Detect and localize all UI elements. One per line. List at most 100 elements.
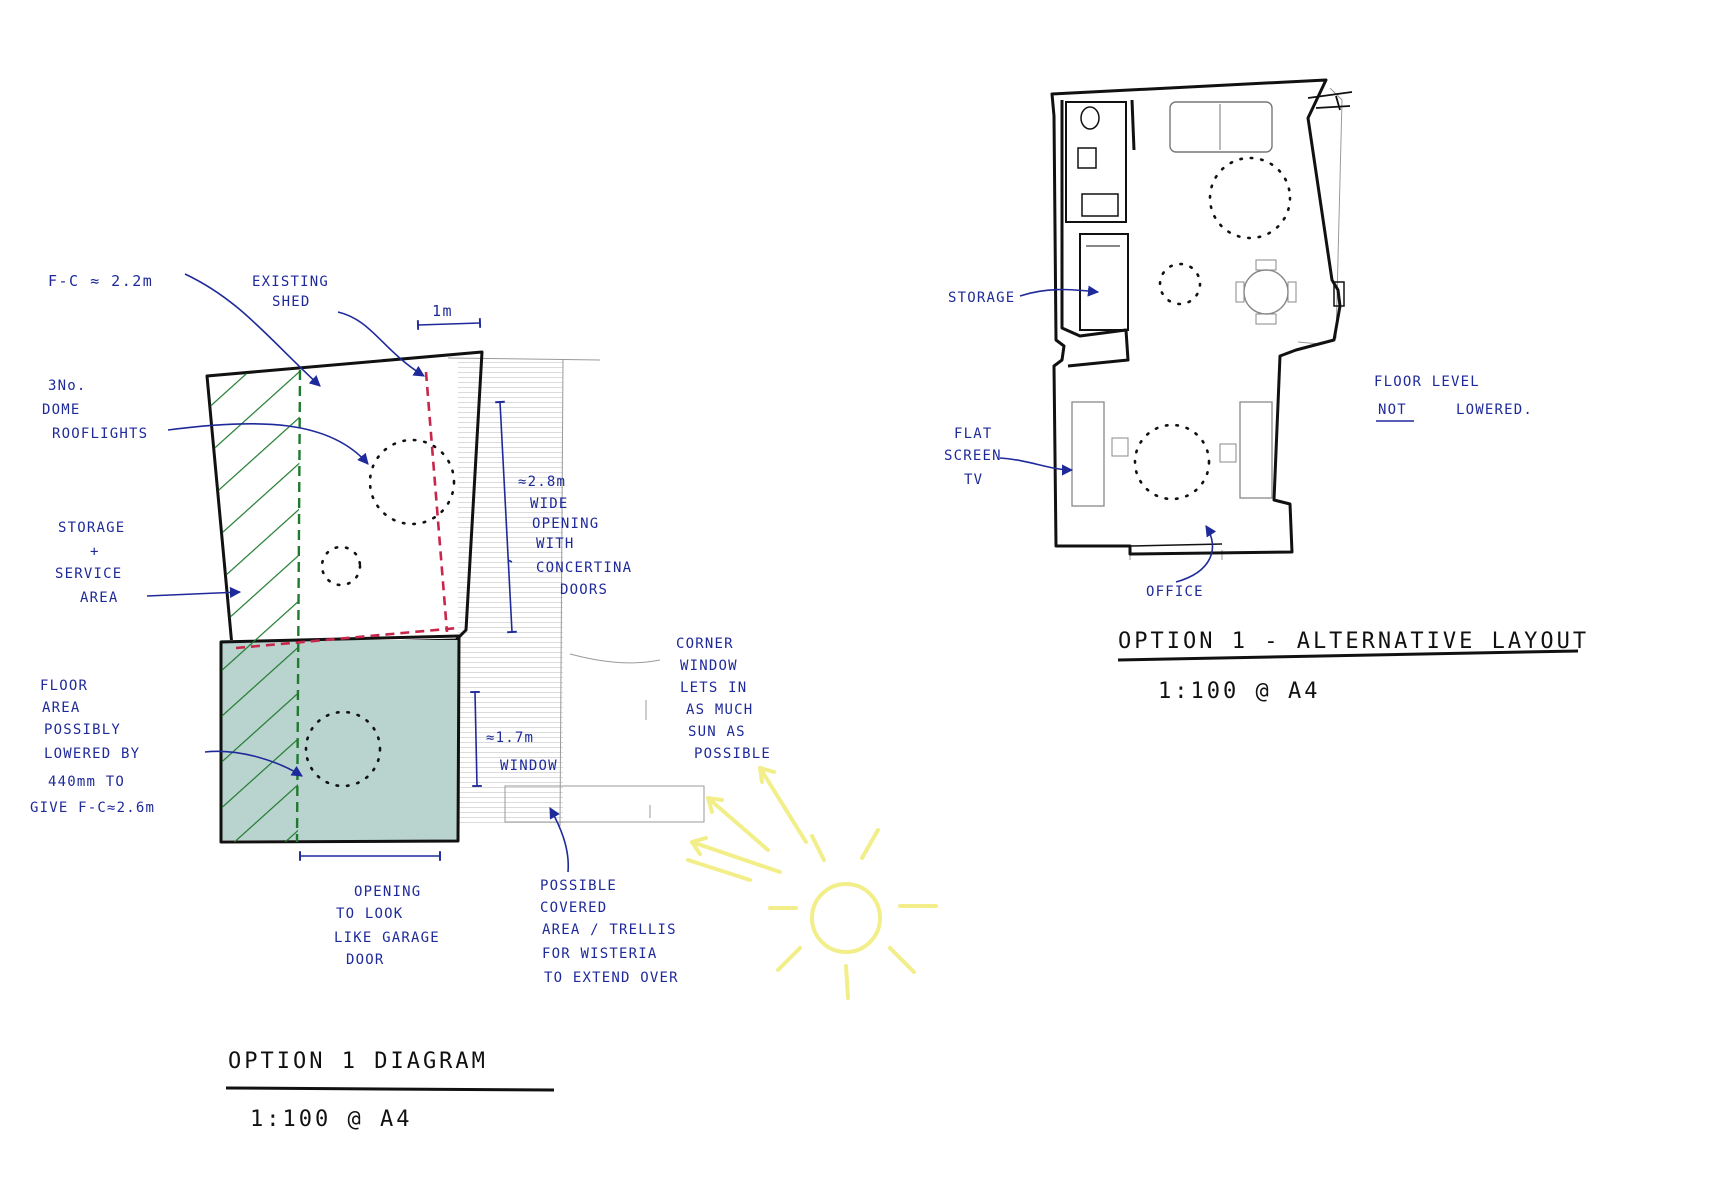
note-wide-opening-2: WIDE	[530, 496, 569, 512]
note-floor-level-1: FLOOR LEVEL	[1374, 374, 1480, 390]
note-wide-opening-3: OPENING	[532, 516, 599, 532]
note-corner-window-5: SUN AS	[688, 724, 746, 740]
shower-icon	[1081, 193, 1119, 217]
window-side	[1333, 281, 1345, 307]
sun-ray-4	[860, 828, 880, 860]
sun-ray-5	[776, 946, 802, 972]
note-floor-area-3: POSSIBLY	[44, 722, 121, 738]
note-fc-height: F-C ≈ 2.2m	[48, 272, 153, 290]
scale-option1-alternative: 1:100 @ A4	[1158, 679, 1320, 704]
note-flat-screen-2: SCREEN	[944, 448, 1002, 464]
note-floor-level-2: NOT	[1378, 402, 1407, 418]
sun-beam-1	[690, 836, 782, 874]
existing-shed-dashed-vertical	[424, 371, 449, 633]
leader-shed	[337, 311, 425, 377]
note-flat-screen-3: TV	[964, 472, 983, 488]
wide-opening-dimension	[495, 400, 517, 634]
rooflight-lowered	[304, 710, 382, 788]
scale-option1-diagram: 1:100 @ A4	[250, 1107, 412, 1132]
note-wide-opening-4: WITH	[536, 536, 575, 552]
dining-table-icon	[1243, 269, 1289, 315]
note-corner-window-4: AS MUCH	[686, 702, 753, 718]
note-corner-window-2: WINDOW	[680, 658, 738, 674]
trellis-outline	[504, 785, 705, 823]
title-underline	[225, 1086, 555, 1092]
window-dimension	[470, 690, 482, 788]
chair-4	[1287, 281, 1297, 303]
note-garage-4: DOOR	[346, 952, 385, 968]
basin-icon	[1077, 147, 1097, 169]
leader-rooflights	[167, 422, 369, 465]
leader-trellis	[549, 807, 570, 873]
sun-ray-1	[844, 964, 850, 1000]
note-rooflights-2: DOME	[42, 402, 81, 418]
note-storage-1: STORAGE	[58, 520, 125, 536]
extension-outline	[219, 634, 461, 844]
note-alt-storage: STORAGE	[948, 290, 1015, 306]
leader-storage	[146, 586, 242, 599]
leader-storage-alt	[1019, 285, 1100, 297]
toilet-icon	[1080, 106, 1100, 130]
title-option1-alternative: OPTION 1 - ALTERNATIVE LAYOUT	[1118, 629, 1589, 654]
note-trellis-3: AREA / TRELLIS	[542, 922, 677, 938]
note-storage-4: AREA	[80, 590, 119, 606]
sun-icon	[810, 882, 882, 954]
note-garage-3: LIKE GARAGE	[334, 930, 440, 946]
leader-fc	[184, 273, 321, 387]
note-wide-opening-1: ≈2.8m	[518, 474, 566, 490]
note-corner-window-3: LETS IN	[680, 680, 747, 696]
leader-corner-window	[569, 653, 661, 664]
note-trellis-2: COVERED	[540, 900, 607, 916]
storage-dashed-line	[295, 369, 302, 843]
note-trellis-1: POSSIBLE	[540, 878, 617, 894]
note-rooflights-3: ROOFLIGHTS	[52, 426, 148, 442]
note-corner-window-6: POSSIBLE	[694, 746, 771, 762]
plan-pencil-outline	[1297, 87, 1343, 345]
note-storage-3: SERVICE	[55, 566, 122, 582]
note-trellis-5: TO EXTEND OVER	[544, 970, 679, 986]
title-alt-underline	[1117, 649, 1579, 662]
alt-rooflight-small	[1158, 262, 1202, 306]
option1-diagram: F-C ≈ 2.2m EXISTING SHED 1m 3No. DOME RO…	[30, 272, 771, 1132]
note-garage-1: OPENING	[354, 884, 421, 900]
note-one-metre: 1m	[432, 302, 453, 320]
note-storage-2: +	[90, 544, 100, 560]
note-trellis-4: FOR WISTERIA	[542, 946, 658, 962]
note-rooflights-1: 3No.	[48, 378, 87, 394]
sun-beam-3	[758, 766, 808, 844]
note-floor-level-3: LOWERED.	[1456, 402, 1533, 418]
plan-walls	[1050, 78, 1342, 556]
storage-cupboard	[1079, 233, 1129, 331]
note-floor-area-2: AREA	[42, 700, 81, 716]
desk-right	[1239, 401, 1273, 499]
office-chair-left	[1111, 437, 1129, 457]
note-floor-area-5: 440mm TO	[48, 774, 125, 790]
garden-edge-line	[559, 359, 564, 827]
leader-wide-opening	[507, 559, 513, 563]
storage-hatch-upper	[208, 370, 300, 646]
office-chair-right	[1219, 443, 1237, 463]
chair-3	[1235, 281, 1245, 303]
rooflight-large	[368, 438, 456, 526]
one-metre-dimension	[416, 318, 482, 330]
note-floor-area-1: FLOOR	[40, 678, 88, 694]
desk-left	[1071, 401, 1105, 507]
note-office: OFFICE	[1146, 584, 1204, 600]
note-corner-window-1: CORNER	[676, 636, 734, 652]
leader-office	[1175, 525, 1217, 583]
sun-beam-2	[706, 796, 770, 852]
note-garage-2: TO LOOK	[336, 906, 403, 922]
note-window-word: WINDOW	[500, 758, 558, 774]
sofa-icon	[1169, 101, 1273, 153]
option1-alternative-layout: STORAGE FLAT SCREEN TV OFFICE FLOOR LEVE…	[944, 78, 1589, 704]
note-floor-area-4: LOWERED BY	[44, 746, 140, 762]
entrance-door	[1307, 91, 1353, 111]
chair-2	[1255, 313, 1277, 325]
leader-tv	[999, 457, 1074, 476]
leader-floor-area	[204, 750, 303, 777]
note-existing-shed-1: EXISTING	[252, 274, 329, 290]
sun-beam-4	[686, 858, 752, 882]
existing-shed-dashed-bottom	[235, 626, 459, 650]
sun-ray-2	[888, 946, 916, 974]
storage-hatch-lower	[222, 643, 298, 842]
